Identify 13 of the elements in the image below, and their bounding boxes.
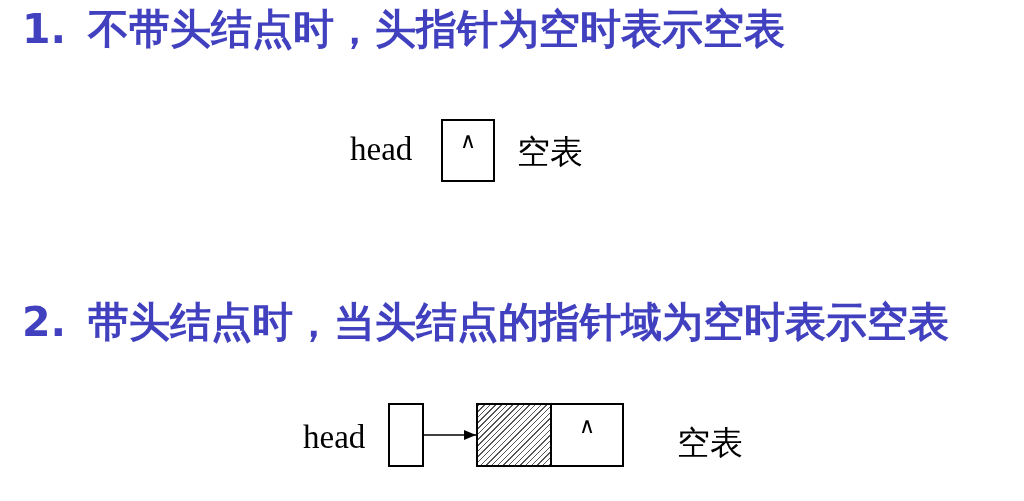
pointer-box (388, 403, 424, 467)
caption-label: 空表 (517, 133, 583, 171)
section-heading: 1. 不带头结点时，头指针为空时表示空表 (22, 6, 786, 52)
pointer-name-label: head (303, 418, 366, 456)
null-symbol-text: ∧ (577, 414, 597, 438)
section-heading: 2. 带头结点时，当头结点的指针域为空时表示空表 (22, 299, 950, 345)
pointer-name-label: head (350, 130, 413, 168)
null-pointer-box (441, 119, 495, 182)
null-pointer-box (552, 403, 624, 467)
arrow (423, 430, 477, 440)
null-symbol-text: ∧ (458, 129, 478, 153)
hatched-box (476, 403, 552, 467)
caption-label: 空表 (677, 424, 743, 462)
